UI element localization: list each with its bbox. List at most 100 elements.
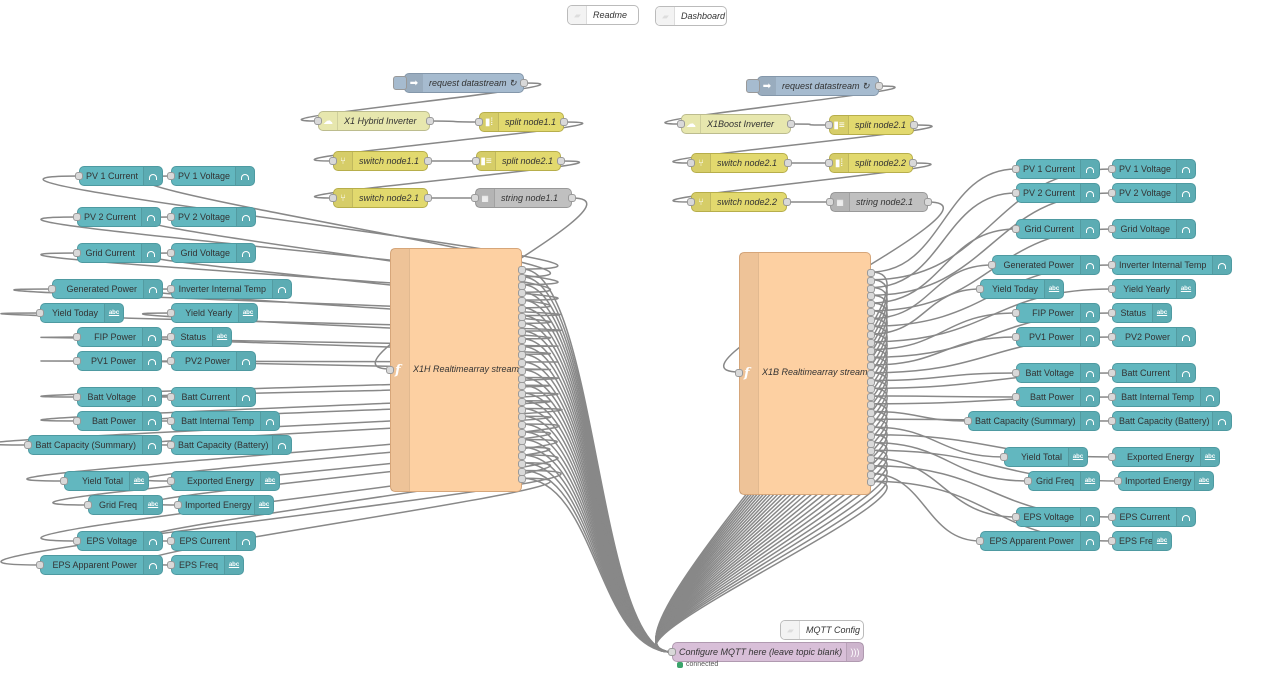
input-port[interactable]	[826, 198, 834, 206]
input-port[interactable]	[1114, 477, 1122, 485]
right-split2-node[interactable]: ▮⁞ split node2.2	[825, 153, 917, 173]
output-port[interactable]	[426, 117, 434, 125]
input-port[interactable]	[75, 172, 83, 180]
right-widget-eps-apparent-power[interactable]: EPS Apparent Power	[976, 531, 1100, 551]
input-port[interactable]	[976, 537, 984, 545]
input-port[interactable]	[1108, 393, 1116, 401]
left-widget-batt-power[interactable]: Batt Power	[73, 411, 162, 431]
input-port[interactable]	[1012, 513, 1020, 521]
output-port[interactable]	[784, 159, 792, 167]
output-port[interactable]	[867, 455, 875, 463]
input-port[interactable]	[988, 261, 996, 269]
output-port[interactable]	[518, 421, 526, 429]
left-function-node[interactable]: f X1H Realtimearray stream	[386, 248, 526, 492]
right-inject-node[interactable]: ➡ request datastream ↻	[746, 76, 883, 96]
right-widget-batt-internal-temp[interactable]: Batt Internal Temp	[1108, 387, 1220, 407]
left-widget-generated-power[interactable]: Generated Power	[48, 279, 163, 299]
input-port[interactable]	[73, 393, 81, 401]
input-port[interactable]	[314, 117, 322, 125]
left-widget-fip-power[interactable]: FIP Power	[73, 327, 162, 347]
output-port[interactable]	[867, 478, 875, 487]
input-port[interactable]	[964, 417, 972, 425]
left-widget-pv-1-current[interactable]: PV 1 Current	[75, 166, 163, 186]
input-port[interactable]	[1108, 453, 1116, 461]
output-port[interactable]	[867, 447, 875, 456]
output-port[interactable]	[518, 467, 526, 476]
right-widget-pv-2-voltage[interactable]: PV 2 Voltage	[1108, 183, 1196, 203]
output-port[interactable]	[518, 304, 526, 313]
output-port[interactable]	[867, 470, 875, 479]
input-port[interactable]	[167, 172, 175, 180]
right-switch1-node[interactable]: ⑂ switch node2.1	[687, 153, 792, 173]
input-port[interactable]	[167, 537, 175, 545]
output-port[interactable]	[867, 416, 875, 425]
right-widget-eps-current[interactable]: EPS Current	[1108, 507, 1196, 527]
input-port[interactable]	[825, 159, 833, 167]
input-port[interactable]	[1108, 537, 1116, 545]
input-port[interactable]	[48, 285, 56, 293]
input-port[interactable]	[1012, 225, 1020, 233]
input-port[interactable]	[1108, 369, 1116, 377]
right-widget-pv2-power[interactable]: PV2 Power	[1108, 327, 1196, 347]
output-port[interactable]	[518, 428, 526, 437]
right-widget-batt-power[interactable]: Batt Power	[1012, 387, 1100, 407]
right-widget-generated-power[interactable]: Generated Power	[988, 255, 1100, 275]
output-port[interactable]	[867, 269, 875, 277]
left-widget-batt-capacity-summary[interactable]: Batt Capacity (Summary)	[24, 435, 162, 455]
output-port[interactable]	[520, 79, 528, 87]
input-port[interactable]	[329, 157, 337, 165]
input-port[interactable]	[167, 249, 175, 257]
input-port[interactable]	[167, 309, 175, 317]
output-port[interactable]	[867, 369, 875, 378]
left-widget-eps-voltage[interactable]: EPS Voltage	[73, 531, 163, 551]
input-port[interactable]	[60, 477, 68, 485]
output-port[interactable]	[518, 351, 526, 360]
input-port[interactable]	[1108, 165, 1116, 173]
left-inject-node[interactable]: ➡ request datastream ↻	[393, 73, 528, 93]
left-widget-pv1-power[interactable]: PV1 Power	[73, 351, 162, 371]
input-port[interactable]	[1012, 393, 1020, 401]
input-port[interactable]	[677, 120, 685, 128]
output-port[interactable]	[867, 346, 875, 355]
output-port[interactable]	[518, 343, 526, 352]
input-port[interactable]	[73, 249, 81, 257]
input-port[interactable]	[386, 366, 394, 374]
right-widget-batt-voltage[interactable]: Batt Voltage	[1012, 363, 1100, 383]
input-port[interactable]	[167, 393, 175, 401]
output-port[interactable]	[518, 359, 526, 367]
input-port[interactable]	[1012, 369, 1020, 377]
left-widget-inverter-internal-temp[interactable]: Inverter Internal Temp	[167, 279, 292, 299]
output-port[interactable]	[518, 405, 526, 414]
right-split1-node[interactable]: ▮≡ split node2.1	[825, 115, 918, 135]
right-widget-eps-voltage[interactable]: EPS Voltage	[1012, 507, 1100, 527]
mqtt-out-node[interactable]: Configure MQTT here (leave topic blank) …	[668, 642, 864, 662]
input-port[interactable]	[174, 501, 182, 509]
output-port[interactable]	[518, 390, 526, 398]
input-port[interactable]	[687, 198, 695, 206]
output-port[interactable]	[518, 436, 526, 445]
left-widget-batt-internal-temp[interactable]: Batt Internal Temp	[167, 411, 280, 431]
output-port[interactable]	[867, 400, 875, 409]
right-widget-fip-power[interactable]: FIP Power	[1012, 303, 1100, 323]
output-port[interactable]	[867, 377, 875, 386]
input-port[interactable]	[1012, 333, 1020, 341]
left-widget-pv-2-current[interactable]: PV 2 Current	[73, 207, 161, 227]
output-port[interactable]	[518, 374, 526, 383]
right-function-node[interactable]: f X1B Realtimearray stream	[735, 252, 875, 495]
output-port[interactable]	[867, 431, 875, 440]
right-widget-batt-capacity-battery[interactable]: Batt Capacity (Battery)	[1108, 411, 1232, 431]
input-port[interactable]	[73, 537, 81, 545]
left-widget-pv-2-voltage[interactable]: PV 2 Voltage	[167, 207, 256, 227]
left-widget-eps-current[interactable]: EPS Current	[167, 531, 256, 551]
input-port[interactable]	[472, 157, 480, 165]
left-string-node[interactable]: ▦ string node1.1	[471, 188, 576, 208]
output-port[interactable]	[518, 413, 526, 422]
